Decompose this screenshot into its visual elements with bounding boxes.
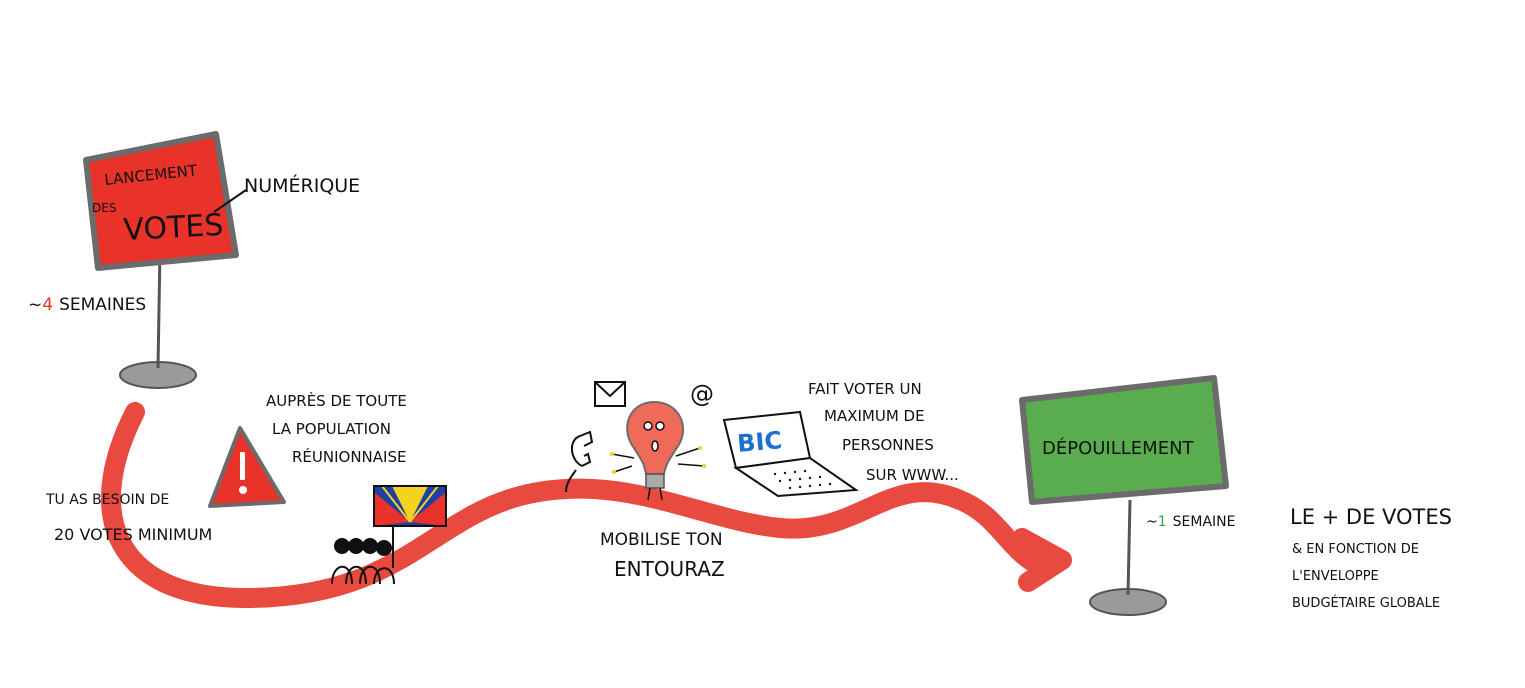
warning-line1: TU AS BESOIN DE [45,492,169,508]
population-line2: LA POPULATION [272,420,391,438]
count-duration-number: 1 [1158,514,1167,530]
launch-sign-board [83,131,239,271]
launch-duration: ~4 SEMAINES [28,295,146,315]
laptop-line2: MAXIMUM DE [824,407,925,425]
count-duration-prefix: ~ [1146,514,1158,530]
launch-duration-unit: SEMAINES [59,295,146,315]
laptop-line3: PERSONNES [842,436,934,454]
reunion-flag-icon [373,485,447,568]
annotation-connector [213,189,247,213]
launch-sign-line2b: VOTES [123,208,225,248]
result-line4: BUDGÉTAIRE GLOBALE [1292,595,1440,611]
count-duration-unit: SEMAINE [1173,514,1236,530]
laptop-line1: FAIT VOTER UN [808,380,922,398]
warning-triangle-icon [208,426,286,508]
at-icon: @ [690,380,714,408]
timeline-path [101,402,1072,609]
mobilise-line2: ENTOURAZ [614,557,725,581]
launch-annotation: NUMÉRIQUE [244,174,360,197]
warning-line2: 20 VOTES MINIMUM [54,525,212,544]
result-line2: & EN FONCTION DE [1292,542,1419,557]
envelope-icon [594,381,626,407]
launch-duration-number: 4 [42,295,53,315]
launch-sign-line2a: DES [92,201,116,215]
count-sign-pole [1126,499,1132,596]
result-line3: L'ENVELOPPE [1292,569,1379,584]
population-line3: RÉUNIONNAISE [292,447,406,466]
population-line1: AUPRÈS DE TOUTE [266,391,407,410]
result-line1: LE + DE VOTES [1290,505,1452,529]
timeline-path-stroke [101,402,1055,609]
laptop-line4: SUR WWW... [866,466,959,484]
count-sign-label: DÉPOUILLEMENT [1042,437,1195,459]
laptop-icon [722,410,859,498]
count-sign-board [1019,375,1229,505]
arrow-head-icon [1012,528,1072,592]
laptop-screen-text: BIC [736,426,783,458]
launch-duration-prefix: ~ [28,295,42,315]
mobilise-line1: MOBILISE TON [600,530,723,550]
count-duration: ~1 SEMAINE [1146,514,1236,530]
lightbulb-icon [610,400,706,501]
phone-icon [565,430,594,493]
launch-sign: LANCEMENT DES VOTES NUMÉRIQUE [83,131,360,389]
crowd-icon [331,538,395,585]
count-sign: DÉPOUILLEMENT [1019,375,1229,616]
launch-sign-pole [156,249,162,369]
